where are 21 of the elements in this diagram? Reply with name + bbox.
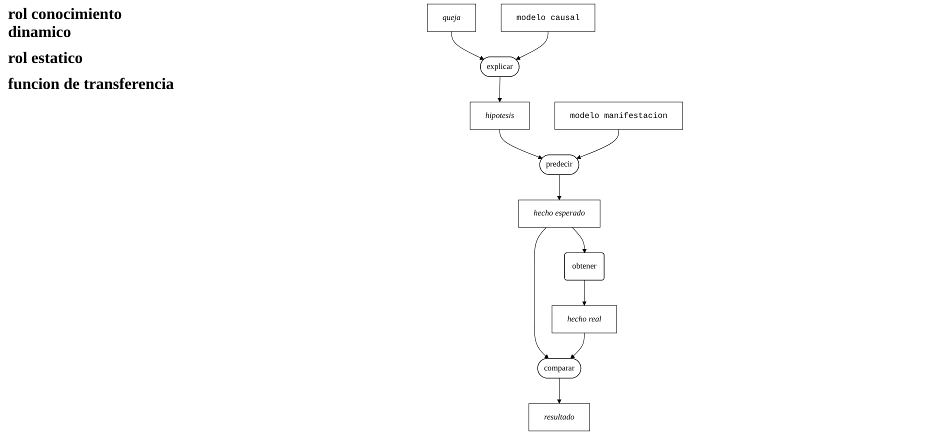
arrow	[582, 280, 587, 306]
node-box: hecho real	[552, 305, 617, 334]
node-box: resultado	[528, 403, 590, 432]
annotation-heading: funcion de transferencia	[8, 76, 175, 94]
arrow	[534, 227, 549, 359]
arrow	[516, 31, 548, 60]
arrow	[557, 174, 562, 200]
annotation-heading: rol conocimiento dinamico	[8, 6, 123, 42]
arrow	[576, 129, 620, 160]
node-box: modelo manifestacion	[554, 102, 683, 130]
annotation-heading: rol estatico	[8, 50, 84, 68]
arrow	[500, 129, 543, 160]
node-box: queja	[427, 4, 476, 32]
node-box: hecho esperado	[518, 200, 600, 228]
arrow	[557, 378, 562, 404]
node-box: hipotesis	[470, 102, 530, 130]
arrow	[572, 227, 587, 254]
node-box: modelo causal	[500, 4, 596, 32]
arrow	[451, 31, 484, 60]
arrow	[570, 332, 585, 359]
arrow	[498, 76, 502, 102]
